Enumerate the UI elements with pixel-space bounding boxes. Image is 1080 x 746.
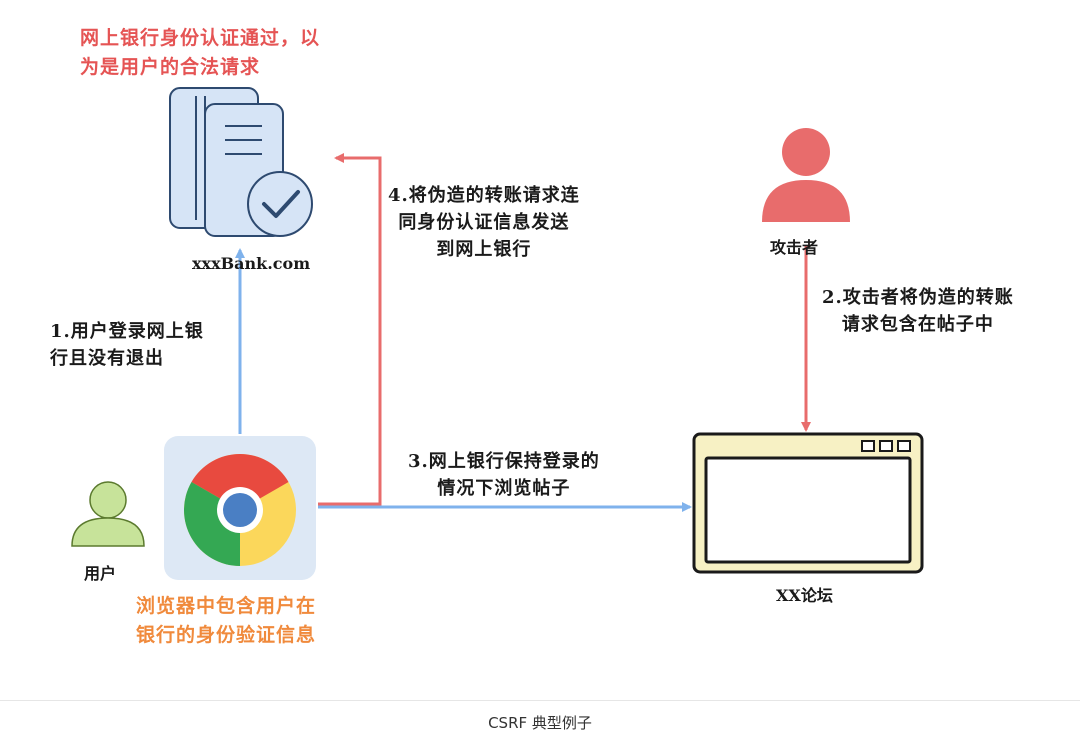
user-label: 用户: [84, 564, 117, 583]
csrf-diagram: [71, 87, 924, 580]
step1-label: 1.用户登录网上银 行且没有退出: [50, 321, 204, 369]
bank-label: xxxBank.com: [192, 254, 311, 273]
chrome-icon: [164, 436, 316, 580]
attacker-label: 攻击者: [770, 238, 819, 257]
browser-window-icon: [692, 432, 924, 574]
server-check-icon: [169, 87, 313, 237]
step2-label: 2.攻击者将伪造的转账 请求包含在帖子中: [822, 287, 1014, 335]
caption-divider: [0, 700, 1080, 701]
bank-note: 网上银行身份认证通过，以 为是用户的合法请求: [80, 27, 321, 78]
attacker-person-icon: [762, 128, 850, 222]
step4-label: 4.将伪造的转账请求连 同身份认证信息发送 到网上银行: [388, 185, 580, 260]
step3-label: 3.网上银行保持登录的 情况下浏览帖子: [408, 451, 600, 499]
browser-note: 浏览器中包含用户在 银行的身份验证信息: [136, 595, 317, 646]
figure-caption: CSRF 典型例子: [488, 714, 592, 732]
user-person-icon: [71, 481, 145, 547]
forum-label: XX论坛: [776, 586, 833, 605]
step4-arrow: [318, 153, 382, 506]
